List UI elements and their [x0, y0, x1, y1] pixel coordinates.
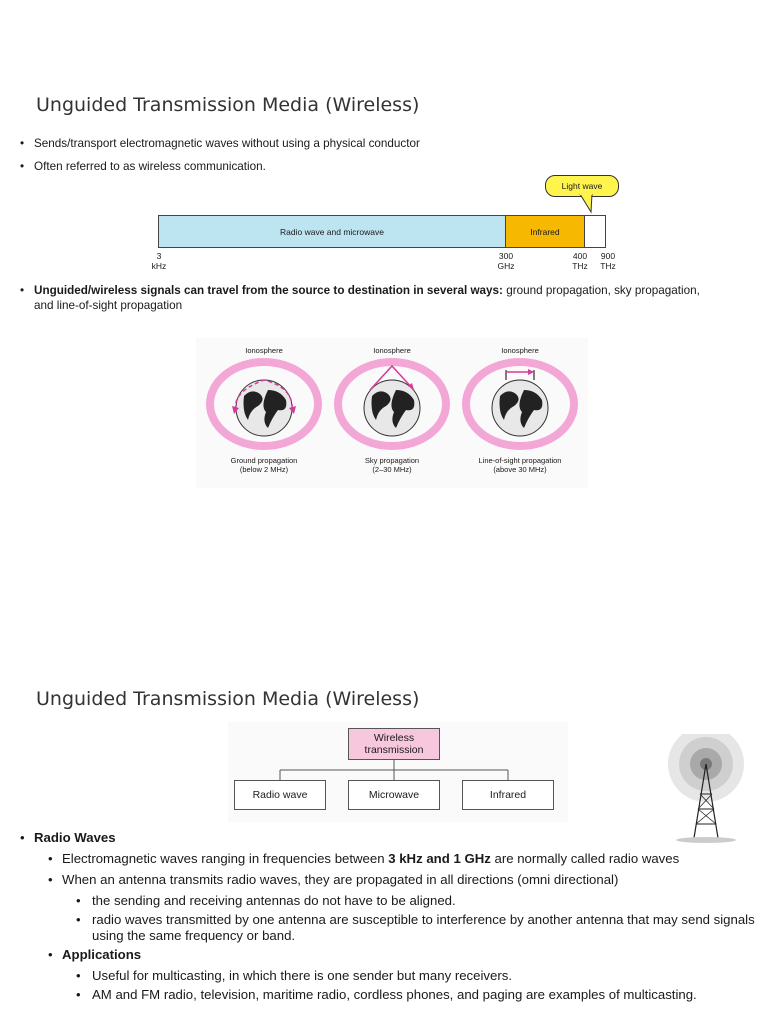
- band-radio-microwave: Radio wave and microwave: [158, 215, 506, 248]
- radio-waves-heading: Radio Waves: [20, 830, 760, 846]
- ionosphere-label: Ionosphere: [245, 346, 283, 355]
- propagation-figure: Ionosphere Ground propagation (below 2 M…: [196, 338, 588, 488]
- bullet-sends-waves: Sends/transport electromagnetic waves wi…: [20, 136, 420, 151]
- propagation-rest-text: ground propagation, sky propagation, and…: [34, 284, 700, 312]
- radio-waves-outline: Radio Waves Electromagnetic waves rangin…: [20, 830, 760, 1006]
- bullet-wireless-communication: Often referred to as wireless communicat…: [20, 159, 420, 174]
- wireless-tree-diagram: Wireless transmission Radio wave Microwa…: [228, 722, 568, 822]
- omni-directional-item: When an antenna transmits radio waves, t…: [20, 872, 760, 888]
- slide-1-intro-bullets: Sends/transport electromagnetic waves wi…: [20, 136, 420, 182]
- propagation-bold-text: Unguided/wireless signals can travel fro…: [34, 284, 503, 297]
- ground-propagation-caption: Ground propagation (below 2 MHz): [230, 456, 298, 474]
- ionosphere-label: Ionosphere: [501, 346, 539, 355]
- tick-400thz: 400 THz: [572, 251, 588, 271]
- radio-frequency-item: Electromagnetic waves ranging in frequen…: [20, 851, 760, 867]
- antenna-alignment-item: the sending and receiving antennas do no…: [20, 893, 760, 909]
- multicasting-item: Useful for multicasting, in which there …: [20, 968, 760, 984]
- los-propagation-caption: Line-of-sight propagation (above 30 MHz): [478, 456, 562, 474]
- tick-300ghz: 300 GHz: [497, 251, 515, 271]
- tick-3khz: 3 kHz: [151, 251, 167, 271]
- slide-1: Unguided Transmission Media (Wireless) S…: [0, 0, 768, 560]
- slide-1-propagation-bullet: Unguided/wireless signals can travel fro…: [20, 283, 710, 321]
- sky-propagation-globe-icon: [334, 358, 450, 450]
- band-light-wave: [584, 215, 606, 248]
- multicasting-examples-item: AM and FM radio, television, maritime ra…: [20, 987, 760, 1003]
- applications-heading: Applications: [20, 947, 760, 963]
- sky-propagation-caption: Sky propagation (2–30 MHz): [364, 456, 420, 474]
- ionosphere-label: Ionosphere: [373, 346, 411, 355]
- band-infrared: Infrared: [505, 215, 585, 248]
- node-radio-wave: Radio wave: [234, 780, 326, 810]
- node-infrared: Infrared: [462, 780, 554, 810]
- los-propagation-globe-icon: [462, 358, 578, 450]
- bullet-propagation-ways: Unguided/wireless signals can travel fro…: [20, 283, 710, 313]
- slide-2: Unguided Transmission Media (Wireless) W…: [0, 560, 768, 1024]
- node-wireless-transmission: Wireless transmission: [348, 728, 440, 760]
- node-microwave: Microwave: [348, 780, 440, 810]
- tree-connector-lines: [279, 760, 509, 780]
- slide-2-title: Unguided Transmission Media (Wireless): [36, 688, 420, 710]
- sky-propagation-panel: Ionosphere Sky propagation (2–30 MHz): [328, 338, 456, 488]
- los-propagation-panel: Ionosphere Line-of-sight propagation (ab…: [456, 338, 584, 488]
- spectrum-diagram: Light wave Radio wave and microwave Infr…: [140, 172, 640, 277]
- ground-propagation-panel: Ionosphere Ground propagation (below 2 M…: [200, 338, 328, 488]
- radio-tower-icon: [668, 734, 744, 843]
- ground-propagation-globe-icon: [206, 358, 322, 450]
- interference-item: radio waves transmitted by one antenna a…: [20, 912, 760, 944]
- tick-900thz: 900 THz: [600, 251, 616, 271]
- callout-pointer-icon: [579, 194, 593, 214]
- slide-1-title: Unguided Transmission Media (Wireless): [36, 94, 420, 116]
